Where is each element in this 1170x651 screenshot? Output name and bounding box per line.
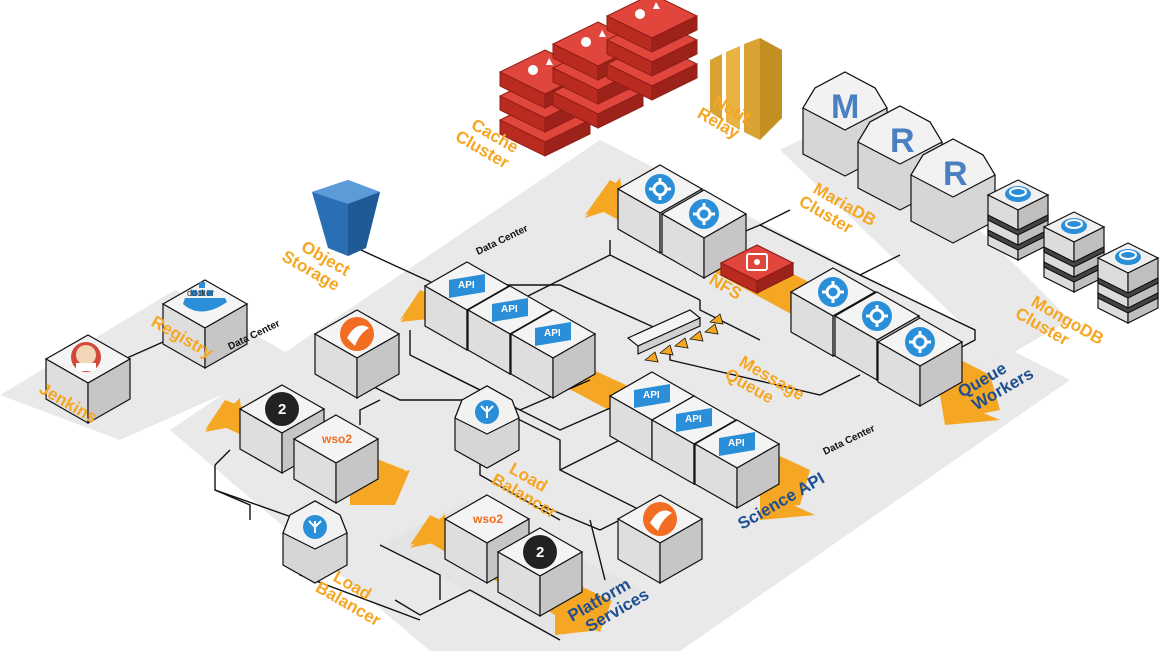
registry-node: docker (162, 279, 248, 369)
jenkins-node (45, 334, 131, 424)
api-cluster-upper: API API API (424, 261, 596, 399)
database-icon (987, 179, 1049, 261)
svg-text:API: API (458, 280, 475, 291)
bucket-icon (312, 180, 380, 256)
gear-icon (860, 299, 894, 333)
api-icon: API (492, 298, 528, 322)
docker-icon: docker (183, 282, 227, 312)
load-balancer-node-2 (282, 500, 348, 584)
cache-cluster (499, 0, 698, 157)
api-node: API (510, 309, 596, 399)
gear-icon (816, 275, 850, 309)
aws-sns-icon (710, 38, 782, 140)
api-node: API (424, 261, 510, 351)
nfs-node (719, 244, 795, 294)
database-icon (1043, 211, 1105, 293)
db-letter-r: R (943, 155, 968, 193)
api-icon: API (634, 384, 670, 408)
sparrow-node-1 (314, 309, 400, 399)
sparrow-icon (643, 502, 677, 536)
load-balancer-icon (475, 400, 499, 424)
db-letter-r: R (890, 122, 915, 160)
jenkins-icon (71, 342, 101, 372)
gear-icon (903, 325, 937, 359)
api-icon: API (676, 408, 712, 432)
sparrow-node-2 (617, 494, 703, 584)
sparrow-icon (340, 317, 374, 351)
database-icon (1097, 242, 1159, 324)
svg-text:API: API (728, 438, 745, 449)
api-node: API (694, 419, 780, 509)
left-arrow-head-right (350, 470, 410, 505)
api-icon: API (535, 322, 571, 346)
db-letter-m: M (831, 88, 859, 126)
science-api-arrow-head-right (760, 490, 815, 520)
load-balancer-icon (303, 515, 327, 539)
platform-services-arrow-head-left (410, 514, 447, 548)
docker-text: docker (187, 288, 214, 298)
api-node: API (609, 371, 695, 461)
wso2-icon: wso2 (321, 432, 352, 446)
wso2-node-2: wso2 (444, 494, 530, 584)
gear-icon (643, 172, 677, 206)
svg-text:API: API (544, 328, 561, 339)
svg-text:API: API (685, 414, 702, 425)
gear-icon (687, 197, 721, 231)
mariadb-node-3: R (910, 138, 996, 244)
message-queue (626, 309, 724, 363)
left-arrow-head-left (205, 398, 242, 432)
svg-text:2: 2 (536, 544, 544, 561)
mariadb-cluster: M R R (802, 71, 996, 244)
queue-side (637, 317, 701, 355)
api-node: API (467, 285, 553, 375)
redis-stack-3 (606, 0, 698, 101)
circle-2-icon: 2 (523, 535, 557, 569)
circle-2-node-2: 2 (497, 527, 583, 617)
svg-text:2: 2 (278, 401, 286, 418)
svg-text:API: API (643, 390, 660, 401)
api-cluster-lower: API API API (609, 371, 780, 509)
queue-arrows (644, 313, 724, 363)
api-icon: API (449, 274, 485, 298)
circle-2-icon: 2 (265, 392, 299, 426)
wso2-node-1: wso2 (293, 414, 379, 504)
api-node: API (651, 395, 737, 485)
nfs-icon (746, 253, 768, 271)
redis-icon (635, 2, 660, 19)
platform-services-arrow-head-right (555, 600, 612, 632)
circle-2-node-1: 2 (239, 384, 325, 474)
queue-workers-arrow-head-left (585, 178, 625, 218)
wso2-icon: wso2 (472, 512, 503, 526)
svg-text:API: API (501, 304, 518, 315)
queue-workers-arrow-head-right (940, 395, 1000, 425)
load-balancer-node-1 (454, 385, 520, 469)
api-icon: API (719, 432, 755, 456)
